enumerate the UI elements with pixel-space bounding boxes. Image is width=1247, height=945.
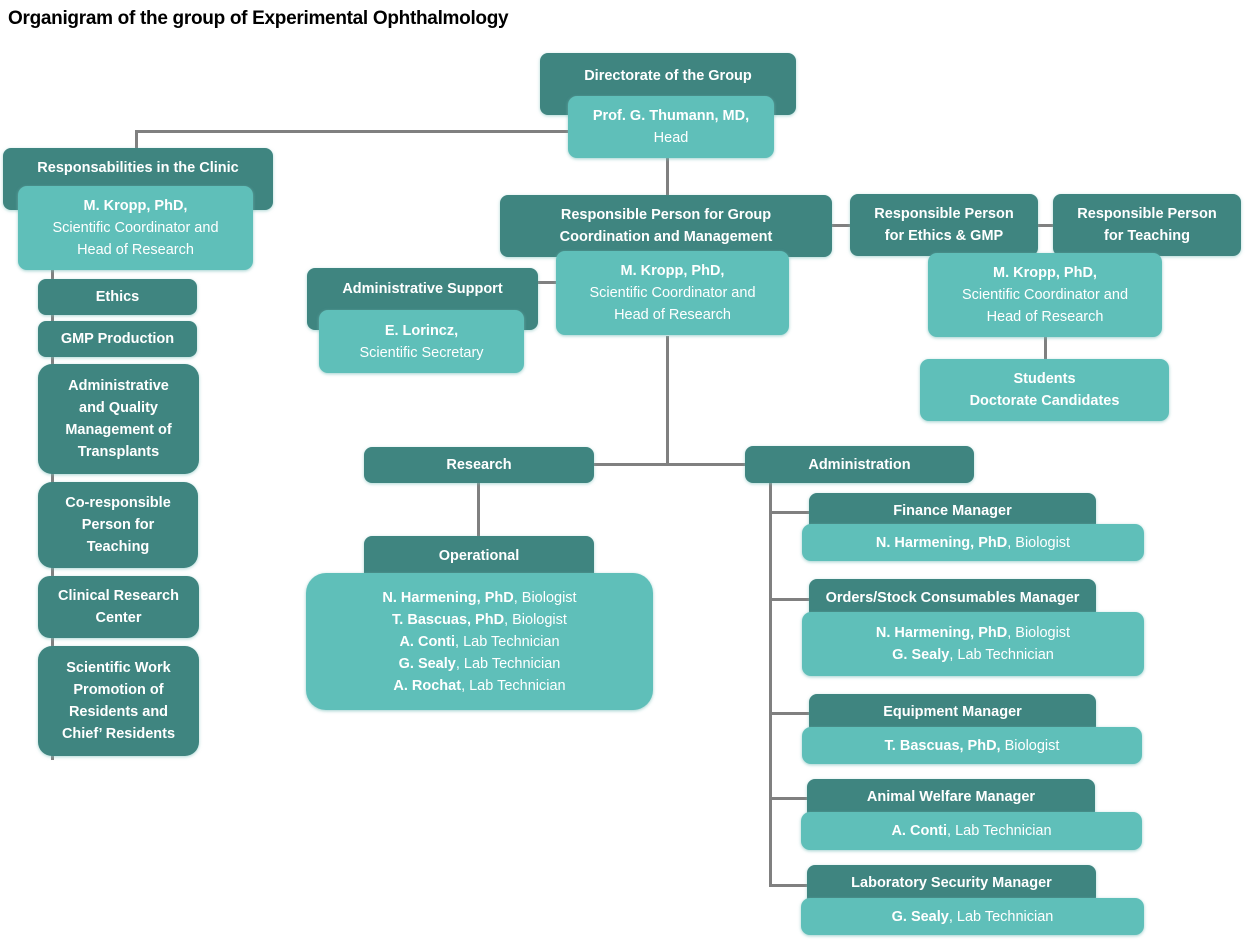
connector-line — [769, 511, 809, 514]
director-role: Head — [653, 130, 689, 146]
ethics-gmp-title: Responsible Person — [874, 206, 1014, 222]
clinic-person-name: M. Kropp, PhD, — [83, 198, 188, 214]
clinic-person-box: M. Kropp, PhD, Scientific Coordinator an… — [18, 186, 253, 270]
coordination-person-name: M. Kropp, PhD, — [620, 263, 725, 279]
teaching-person-name: M. Kropp, PhD, — [993, 265, 1097, 281]
connector-line — [594, 463, 746, 466]
coordination-person-role: Scientific Coordinator and — [589, 285, 756, 301]
connector-line — [769, 598, 809, 601]
doctorate-candidates-label: Doctorate Candidates — [969, 393, 1120, 409]
member-line: A. Rochat, Lab Technician — [393, 677, 566, 694]
manager-title: Equipment Manager — [883, 704, 1022, 720]
research-title: Research — [446, 457, 512, 473]
teaching-title: for Teaching — [1104, 228, 1190, 244]
manager-box-animal-welfare: Animal Welfare Manager — [807, 779, 1095, 819]
clinic-item-clinical-research-center: Clinical Research Center — [38, 576, 199, 638]
manager-person-box: A. Conti, Lab Technician — [801, 812, 1142, 850]
teaching-person-role: Head of Research — [986, 309, 1104, 325]
clinic-item-co-responsible-teaching: Co-responsible Person for Teaching — [38, 482, 198, 568]
ethics-gmp-box: Responsible Person for Ethics & GMP — [850, 194, 1038, 256]
member-line: G. Sealy, Lab Technician — [891, 908, 1054, 925]
clinic-item-label: Co-responsible — [65, 495, 171, 511]
clinic-item-quality-management: Administrative and Quality Management of… — [38, 364, 199, 474]
teaching-person-role: Scientific Coordinator and — [961, 287, 1129, 303]
manager-person-box: N. Harmening, PhD, Biologist — [802, 524, 1144, 561]
coordination-person-box: M. Kropp, PhD, Scientific Coordinator an… — [556, 251, 789, 335]
students-box: Students Doctorate Candidates — [920, 359, 1169, 421]
clinic-item-gmp-production: GMP Production — [38, 321, 197, 357]
connector-line — [135, 130, 570, 133]
connector-line — [1038, 224, 1054, 227]
member-line: N. Harmening, PhD, Biologist — [875, 625, 1071, 641]
member-line: N. Harmening, PhD, Biologist — [382, 589, 577, 606]
connector-line — [666, 158, 669, 198]
directorate-title: Directorate of the Group — [584, 68, 752, 84]
member-line: T. Bascuas, PhD, Biologist — [392, 611, 567, 628]
connector-line — [769, 712, 809, 715]
clinic-item-scientific-work-promotion: Scientific Work Promotion of Residents a… — [38, 646, 199, 756]
administration-box: Administration — [745, 446, 974, 483]
connector-line — [135, 130, 138, 150]
teaching-person-box: M. Kropp, PhD, Scientific Coordinator an… — [928, 253, 1162, 337]
teaching-box: Responsible Person for Teaching — [1053, 194, 1241, 256]
clinic-item-label: Management of — [65, 422, 172, 438]
connector-line — [769, 797, 809, 800]
member-line: A. Conti, Lab Technician — [891, 823, 1052, 839]
member-line: T. Bascuas, PhD, Biologist — [884, 737, 1060, 754]
admin-support-person-box: E. Lorincz, Scientific Secretary — [319, 310, 524, 373]
manager-person-box: N. Harmening, PhD, Biologist G. Sealy, L… — [802, 612, 1144, 676]
director-person-box: Prof. G. Thumann, MD, Head — [568, 96, 774, 158]
member-line: N. Harmening, PhD, Biologist — [875, 534, 1071, 551]
clinic-person-role: Scientific Coordinator and — [52, 220, 219, 236]
coordination-title: Responsible Person for Group — [560, 207, 772, 223]
ethics-gmp-title: for Ethics & GMP — [884, 228, 1004, 244]
manager-title: Laboratory Security Manager — [851, 875, 1052, 891]
connector-line — [769, 884, 809, 887]
clinic-item-label: Clinical Research — [58, 588, 179, 604]
clinic-item-label: Ethics — [95, 289, 140, 305]
clinic-person-role: Head of Research — [77, 242, 194, 258]
connector-line — [769, 483, 772, 887]
coordination-title: Coordination and Management — [559, 229, 773, 245]
manager-person-box: T. Bascuas, PhD, Biologist — [802, 727, 1142, 764]
member-line: G. Sealy, Lab Technician — [892, 647, 1054, 663]
clinic-title: Responsabilities in the Clinic — [37, 160, 239, 176]
coordination-person-role: Head of Research — [614, 307, 731, 323]
clinic-item-label: Residents and — [68, 704, 169, 720]
connector-line — [1044, 336, 1047, 360]
manager-title: Orders/Stock Consumables Manager — [825, 590, 1080, 606]
research-box: Research — [364, 447, 594, 483]
connector-line — [477, 483, 480, 537]
clinic-item-label: and Quality — [79, 400, 158, 416]
clinic-item-label: Administrative — [68, 378, 169, 394]
coordination-box: Responsible Person for Group Coordinatio… — [500, 195, 832, 257]
manager-title: Animal Welfare Manager — [866, 789, 1036, 805]
clinic-item-label: GMP Production — [60, 331, 175, 347]
manager-person-box: G. Sealy, Lab Technician — [801, 898, 1144, 935]
page-title: Organigram of the group of Experimental … — [8, 8, 509, 29]
clinic-item-label: Transplants — [77, 444, 160, 460]
clinic-item-ethics: Ethics — [38, 279, 197, 315]
manager-title: Finance Manager — [893, 503, 1012, 519]
operational-members-box: N. Harmening, PhD, Biologist T. Bascuas,… — [306, 573, 653, 710]
connector-line — [666, 336, 669, 464]
students-label: Students — [1013, 371, 1076, 387]
clinic-item-label: Teaching — [86, 539, 150, 555]
administration-title: Administration — [808, 456, 911, 473]
connector-line — [524, 281, 558, 284]
operational-title: Operational — [438, 548, 520, 564]
member-line: A. Conti, Lab Technician — [399, 633, 560, 650]
clinic-item-label: Person for — [81, 517, 155, 533]
clinic-item-label: Scientific Work — [66, 660, 171, 676]
clinic-item-label: Promotion of — [73, 682, 164, 698]
member-line: G. Sealy, Lab Technician — [398, 655, 561, 672]
connector-line — [831, 224, 851, 227]
admin-support-person-role: Scientific Secretary — [359, 344, 484, 361]
teaching-title: Responsible Person — [1077, 206, 1217, 222]
director-name: Prof. G. Thumann, MD, — [592, 108, 750, 124]
clinic-item-label: Chief’ Residents — [61, 726, 176, 742]
admin-support-person-name: E. Lorincz, — [384, 322, 459, 339]
admin-support-title: Administrative Support — [342, 281, 503, 297]
clinic-item-label: Center — [95, 610, 142, 626]
